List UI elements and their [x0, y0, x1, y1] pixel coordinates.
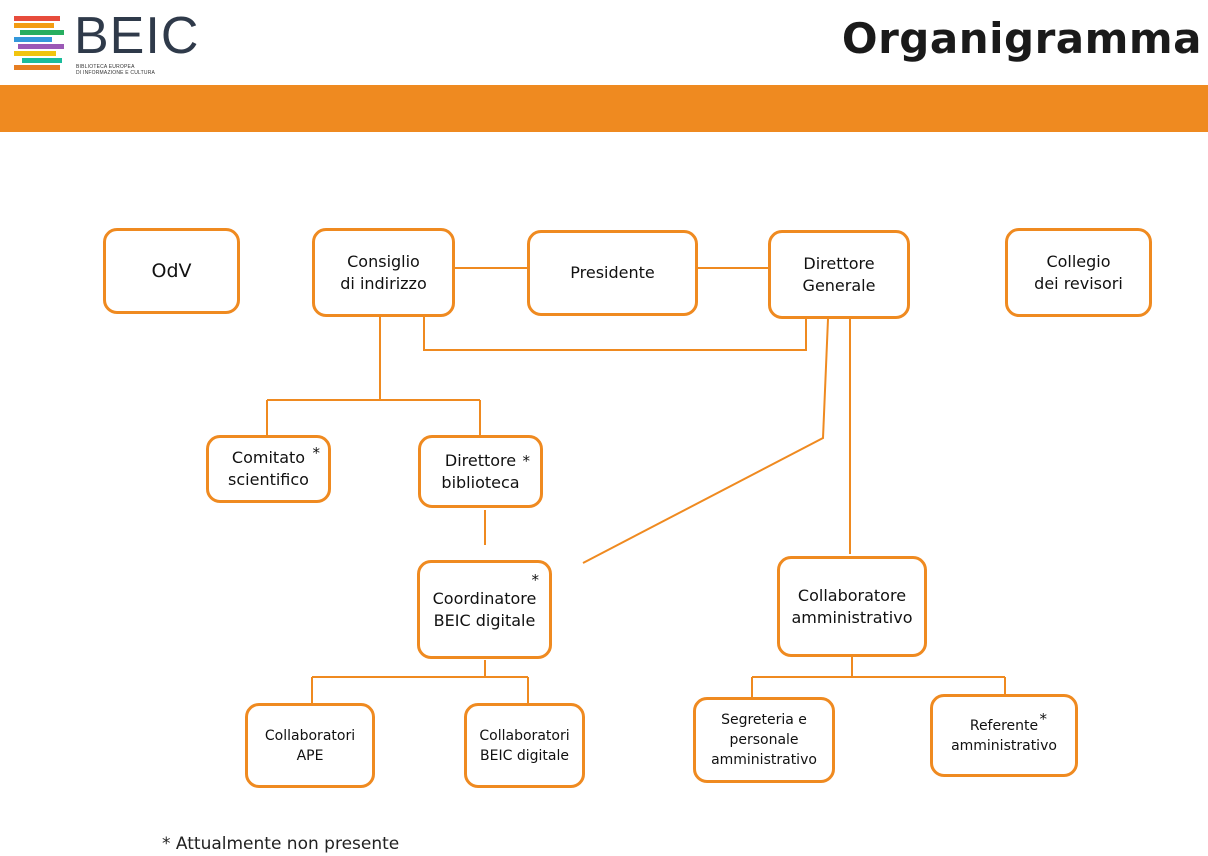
node-odv: OdV	[103, 228, 240, 314]
beic-logo: BEIC BIBLIOTECA EUROPEA DI INFORMAZIONE …	[14, 7, 198, 76]
node-comitato-label: Comitato scientifico	[228, 448, 309, 489]
node-direttore-generale: Direttore Generale	[768, 230, 910, 319]
not-present-marker: *	[1039, 710, 1048, 728]
node-collaboratori-beic: Collaboratori BEIC digitale	[464, 703, 585, 788]
beic-logo-icon	[14, 16, 64, 70]
logo-wordmark: BEIC	[74, 7, 200, 65]
connector-consiglio-direttore	[423, 317, 807, 351]
logo-subtitle-line1: BIBLIOTECA EUROPEA	[76, 64, 135, 70]
logo-subtitle-line2: DI INFORMAZIONE E CULTURA	[76, 70, 156, 76]
node-collaboratori-beic-label: Collaboratori BEIC digitale	[479, 727, 570, 764]
node-collaboratore-amministrativo: Collaboratore amministrativo	[777, 556, 927, 657]
node-presidente: Presidente	[527, 230, 698, 316]
node-segreteria: Segreteria e personale amministrativo	[693, 697, 835, 783]
not-present-marker: *	[522, 452, 531, 470]
node-comitato: Comitato scientifico *	[206, 435, 331, 503]
page-title: Organigramma	[841, 14, 1202, 63]
node-collegio: Collegio dei revisori	[1005, 228, 1152, 317]
node-referente-label: Referente amministrativo	[951, 717, 1057, 754]
node-odv-label: OdV	[151, 260, 192, 282]
node-direttore-biblioteca: Direttore biblioteca *	[418, 435, 543, 508]
connector-direttore-coordinatore	[582, 318, 829, 564]
node-collegio-label: Collegio dei revisori	[1034, 251, 1123, 293]
node-direttore-biblioteca-label: Direttore biblioteca	[441, 450, 520, 492]
node-collaboratori-ape: Collaboratori APE	[245, 703, 375, 788]
orange-banner	[0, 85, 1208, 132]
node-segreteria-label: Segreteria e personale amministrativo	[711, 712, 817, 768]
footnote: * Attualmente non presente	[162, 834, 400, 854]
node-collaboratori-ape-label: Collaboratori APE	[264, 727, 356, 764]
not-present-marker: *	[531, 571, 540, 589]
node-coordinatore-label: Coordinatore BEIC digitale	[432, 588, 537, 630]
node-coordinatore: Coordinatore BEIC digitale *	[417, 560, 552, 659]
node-consiglio: Consiglio di indirizzo	[312, 228, 455, 317]
node-direttore-generale-label: Direttore Generale	[802, 253, 876, 295]
node-referente: Referente amministrativo *	[930, 694, 1078, 777]
node-collaboratore-amministrativo-label: Collaboratore amministrativo	[791, 585, 913, 627]
not-present-marker: *	[312, 444, 321, 462]
node-consiglio-label: Consiglio di indirizzo	[340, 251, 427, 293]
node-presidente-label: Presidente	[570, 263, 655, 282]
